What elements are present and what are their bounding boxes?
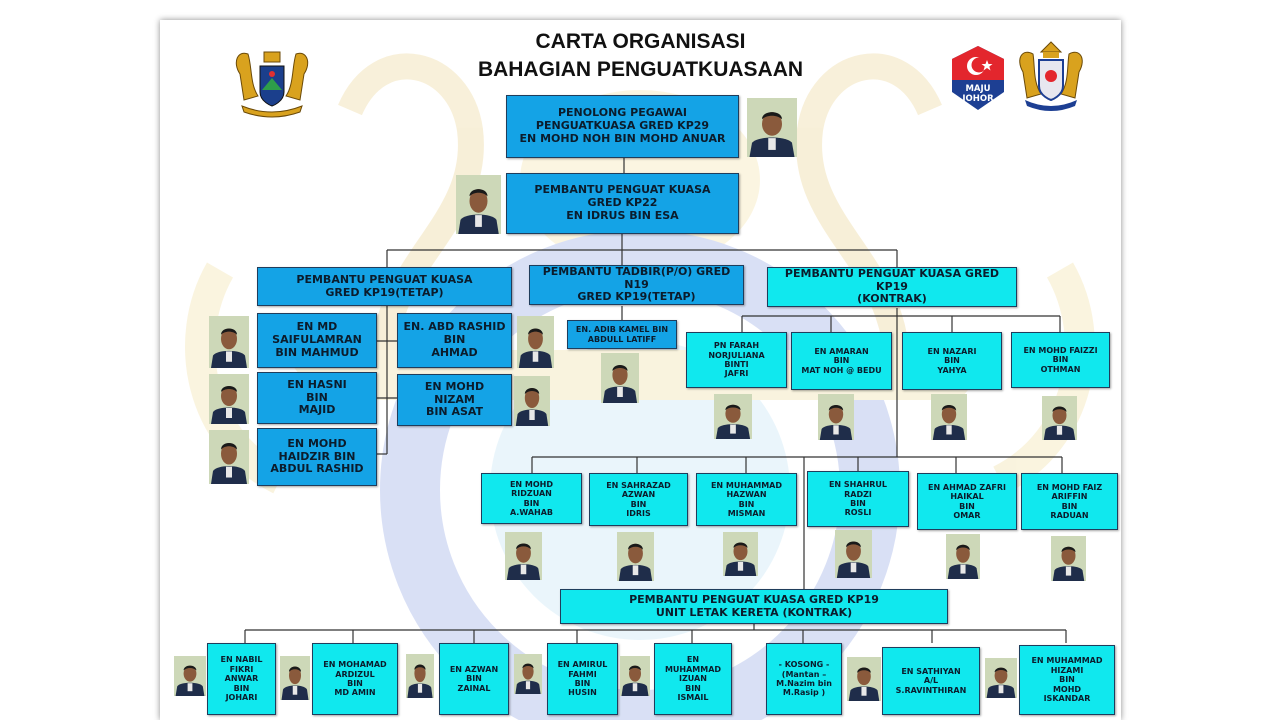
staff-photo (517, 316, 554, 368)
node-ridzuan: EN MOHD RIDZUAN BIN A.WAHAB (481, 473, 582, 524)
node-faiz: EN MOHD FAIZ ARIFFIN BIN RADUAN (1021, 473, 1118, 530)
node-sathiyan: EN SATHIYAN A/L S.RAVINTHIRAN (882, 647, 980, 715)
staff-photo (723, 532, 758, 576)
node-kp19-kontrak: PEMBANTU PENGUAT KUASA GRED KP19 (KONTRA… (767, 267, 1017, 307)
staff-photo (280, 656, 310, 700)
staff-photo (505, 532, 542, 580)
connector-lines (244, 158, 1067, 643)
staff-photo (209, 430, 249, 484)
staff-photo (714, 394, 752, 439)
staff-photo (601, 353, 639, 403)
node-azwan: EN AZWAN BIN ZAINAL (439, 643, 509, 715)
staff-photo (985, 658, 1017, 698)
node-parking-unit: PEMBANTU PENGUAT KUASA GRED KP19 UNIT LE… (560, 589, 948, 624)
node-head-kp29: PENOLONG PEGAWAI PENGUATKUASA GRED KP29 … (506, 95, 739, 158)
chart-title-line2: BAHAGIAN PENGUATKUASAAN (477, 58, 804, 81)
maju-johor-logo: MAJU JOHOR (952, 46, 1004, 110)
node-nazari: EN NAZARI BIN YAHYA (902, 332, 1002, 390)
staff-photo (931, 394, 967, 440)
node-saifulamran: EN MD SAIFULAMRAN BIN MAHMUD (257, 313, 377, 368)
staff-photo (617, 532, 654, 581)
node-kp22: PEMBANTU PENGUAT KUASA GRED KP22 EN IDRU… (506, 173, 739, 234)
staff-photo (514, 376, 550, 426)
node-nabil: EN NABIL FIKRI ANWAR BIN JOHARI (207, 643, 276, 715)
node-izuan: EN MUHAMMAD IZUAN BIN ISMAIL (654, 643, 732, 715)
node-tadbir-n19: PEMBANTU TADBIR(P/O) GRED N19 GRED KP19(… (529, 265, 744, 305)
node-hazwan: EN MUHAMMAD HAZWAN BIN MISMAN (696, 473, 797, 526)
node-faizzi: EN MOHD FAIZZI BIN OTHMAN (1011, 332, 1110, 388)
staff-photo (456, 175, 501, 234)
node-hasni: EN HASNI BIN MAJID (257, 372, 377, 424)
node-hizami: EN MUHAMMAD HIZAMI BIN MOHD ISKANDAR (1019, 645, 1115, 715)
staff-photo (747, 98, 797, 157)
node-amirul: EN AMIRUL FAHMI BIN HUSIN (547, 643, 618, 715)
staff-photo (818, 394, 854, 440)
node-shahrul: EN SHAHRUL RADZI BIN ROSLI (807, 471, 909, 527)
staff-photo (174, 656, 206, 696)
staff-photo (209, 316, 249, 368)
node-haidzir: EN MOHD HAIDZIR BIN ABDUL RASHID (257, 428, 377, 486)
johor-text: JOHOR (961, 94, 994, 104)
staff-photo (514, 654, 542, 694)
staff-photo (209, 374, 249, 424)
org-chart-slide: CARTA ORGANISASI BAHAGIAN PENGUATKUASAAN… (160, 20, 1121, 720)
node-adib-kamel: EN. ADIB KAMEL BIN ABDULL LATIFF (567, 320, 677, 349)
node-ardizul: EN MOHAMAD ARDIZUL BIN MD AMIN (312, 643, 398, 715)
staff-photo (835, 530, 872, 578)
node-zafri: EN AHMAD ZAFRI HAIKAL BIN OMAR (917, 473, 1017, 530)
staff-photo (1042, 396, 1077, 440)
council-crest-logo (235, 51, 309, 118)
node-amaran: EN AMARAN BIN MAT NOH @ BEDU (791, 332, 892, 390)
node-nizam: EN MOHD NIZAM BIN ASAT (397, 374, 512, 426)
node-farah: PN FARAH NORJULIANA BINTI JAFRI (686, 332, 787, 388)
staff-photo (1051, 536, 1086, 581)
node-abd-rashid: EN. ABD RASHID BIN AHMAD (397, 313, 512, 368)
staff-photo (946, 534, 980, 579)
staff-photo (620, 656, 650, 696)
chart-title-line1: CARTA ORGANISASI (535, 30, 746, 53)
staff-photo (847, 657, 881, 701)
node-sahrazad: EN SAHRAZAD AZWAN BIN IDRIS (589, 473, 688, 526)
maju-text: MAJU (965, 84, 990, 94)
node-kp19-tetap: PEMBANTU PENGUAT KUASA GRED KP19(TETAP) (257, 267, 512, 306)
staff-photo (406, 654, 434, 698)
node-kosong: - KOSONG - (Mantan – M.Nazim bin M.Rasip… (766, 643, 842, 715)
johor-state-crest-logo (1019, 41, 1083, 111)
